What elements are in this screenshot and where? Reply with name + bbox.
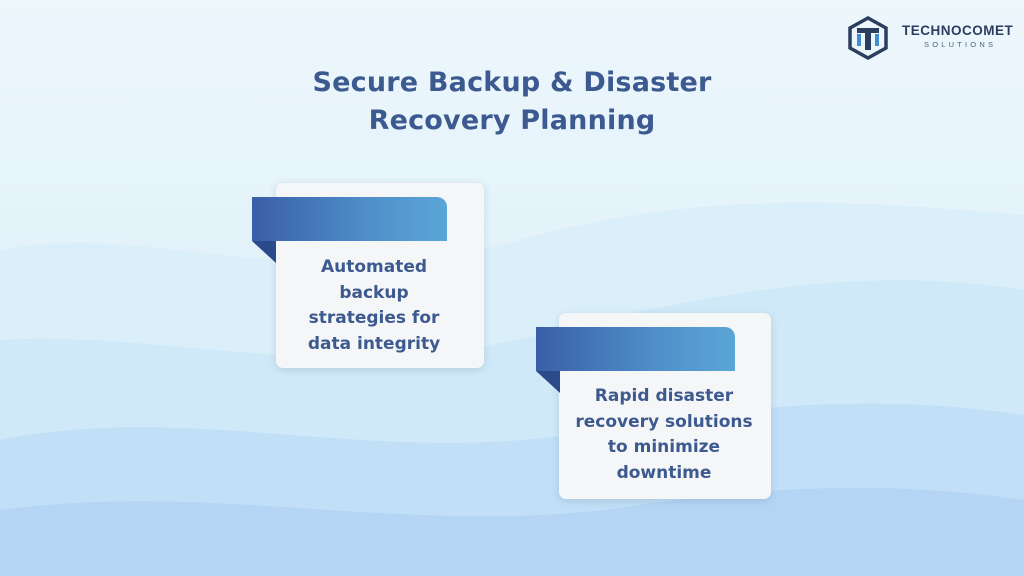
title-line-2: Recovery Planning <box>368 105 656 136</box>
card-line: downtime <box>616 462 712 483</box>
card-ribbon <box>536 327 735 371</box>
card-line: Rapid disaster <box>594 386 734 406</box>
card-line: to minimize <box>607 437 721 457</box>
title-line-1: Secure Backup & Disaster <box>312 67 712 98</box>
ribbon-fold <box>536 371 560 393</box>
card-ribbon <box>252 197 447 241</box>
ribbon-fold <box>252 241 276 263</box>
card-line: recovery solutions <box>575 411 753 432</box>
card-line: strategies for <box>308 308 440 328</box>
logo-subtitle: SOLUTIONS <box>924 40 997 49</box>
logo-name: TECHNOCOMET <box>902 23 1014 38</box>
company-logo: TECHNOCOMET SOLUTIONS <box>846 14 1013 60</box>
page-title: Secure Backup & Disaster Recovery Planni… <box>262 64 762 140</box>
card-line: Automated <box>320 257 428 277</box>
logo-mark-icon <box>848 16 888 60</box>
card-line: data integrity <box>307 333 441 354</box>
feature-card-text: Rapid disaster recovery solutions to min… <box>566 384 762 486</box>
card-line: backup <box>339 282 409 303</box>
feature-card-text: Automated backup strategies for data int… <box>286 255 462 357</box>
